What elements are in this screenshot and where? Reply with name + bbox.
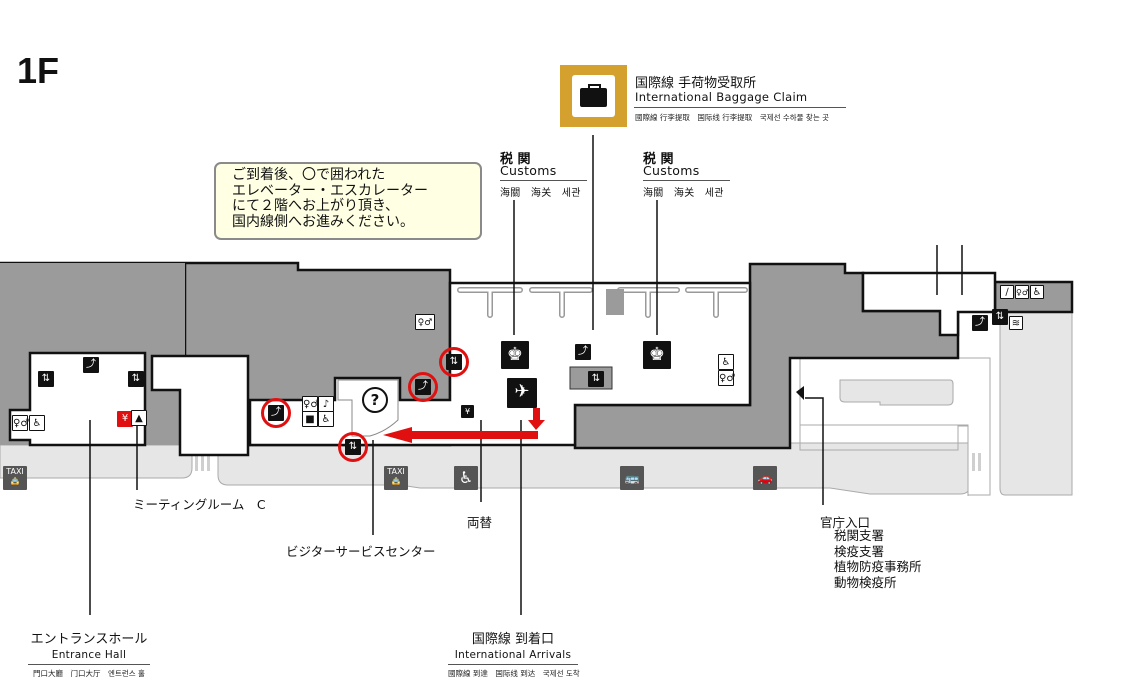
- customs-multilingual: 海關 海关 세관: [500, 188, 581, 199]
- visitor-service-center-label: ビジターサービスセンター: [286, 544, 436, 559]
- entrance-hall-multilingual: 門口大廳 门口大厅 엔트런스 홀: [33, 669, 145, 678]
- accessible-toilet-icon: ♿: [318, 411, 334, 427]
- customs-ja: 税 関: [643, 152, 674, 167]
- taxi-label: TAXI: [387, 467, 405, 476]
- gov-offices-list: 税関支署 検疫支署 植物防疫事務所 動物検疫所: [834, 528, 922, 590]
- baggage-claim-multilingual: 國際線 行李提取 国际线 行李提取 국제선 수하물 찾는 곳: [635, 113, 830, 122]
- divider: [500, 180, 587, 181]
- smoking-area-icon: ∕: [1000, 285, 1014, 299]
- toilet-icon: ♀♂: [302, 396, 319, 412]
- customs-officer-icon: ♚: [501, 341, 529, 369]
- meeting-room-label: ミーティングルーム C: [133, 497, 266, 512]
- arrivals-label: 国際線 到着口 International Arrivals 國際線 到達 国际…: [448, 628, 580, 679]
- exchange-label: 両替: [467, 515, 493, 530]
- route-arrow: [383, 408, 545, 443]
- divider: [448, 664, 578, 665]
- crosswalks: [195, 453, 981, 471]
- nursing-room-icon: ≋: [1009, 316, 1023, 330]
- highlight-ring-escalator: [261, 398, 291, 428]
- locker-icon: ■: [302, 411, 318, 427]
- customs-en: Customs: [500, 163, 557, 178]
- arrivals-ja: 国際線 到着口: [471, 632, 555, 647]
- parking-icon: 🚗: [753, 466, 777, 490]
- baggage-claim-en: International Baggage Claim: [635, 90, 808, 104]
- meeting-room-area: [150, 354, 250, 457]
- toilet-icon: ♀♂: [12, 415, 29, 431]
- arrivals-en: International Arrivals: [454, 649, 572, 661]
- customs-multilingual: 海關 海关 세관: [643, 188, 724, 199]
- customs-en: Customs: [643, 163, 700, 178]
- bus-icon: 🚌: [620, 466, 644, 490]
- gov-office: 税関支署: [834, 528, 885, 543]
- information-icon: ?: [362, 387, 388, 413]
- entrance-hall-en: Entrance Hall: [51, 649, 127, 661]
- gov-entrance-arrow-icon: [796, 386, 804, 400]
- taxi-label: TAXI: [6, 467, 24, 476]
- accessible-toilet-icon: ♿: [718, 354, 734, 370]
- elevator-icon: ⇅: [588, 371, 604, 387]
- customs-officer-icon: ♚: [643, 341, 671, 369]
- currency-exchange-icon: ¥: [117, 411, 133, 427]
- elevator-icon: ⇅: [38, 371, 54, 387]
- elevator-icon: ⇅: [128, 371, 144, 387]
- gov-office: 植物防疫事務所: [834, 559, 922, 574]
- divider: [28, 664, 150, 665]
- arrival-notice: ご到着後、〇で囲われた エレベーター・エスカレーター にて２階へお上がり頂き、 …: [214, 162, 482, 240]
- leader-lines: [89, 135, 963, 615]
- arrival-plane-icon: ✈: [507, 378, 537, 408]
- accessible-toilet-icon: ♿: [1030, 285, 1044, 299]
- suitcase-icon: [572, 75, 615, 117]
- island: [839, 379, 954, 406]
- escalator-icon: ⤴: [83, 357, 99, 373]
- curbside-left: [0, 444, 193, 479]
- entrance-hall-label: エントランスホール Entrance Hall 門口大廳 门口大厅 엔트런스 홀: [28, 628, 150, 679]
- currency-exchange-icon: ¥: [461, 405, 474, 418]
- taxi-icon: TAXI🚖: [384, 466, 408, 490]
- gov-office: 動物検疫所: [834, 574, 897, 590]
- gov-office: 検疫支署: [834, 543, 885, 559]
- elevator-icon: ⇅: [992, 309, 1008, 325]
- toilet-icon: ♀♂: [415, 314, 435, 330]
- baggage-claim-ja: 国際線 手荷物受取所: [635, 76, 757, 91]
- wheelchair-icon: ♿: [454, 466, 478, 490]
- divider: [643, 180, 730, 181]
- gov-entrance-label: 官庁入口: [820, 515, 871, 530]
- baggage-claim-sign: [560, 65, 627, 127]
- divider: [634, 107, 846, 108]
- accessible-toilet-icon: ♿: [29, 415, 45, 431]
- entrance-hall-ja: エントランスホール: [30, 632, 148, 647]
- meeting-room-icon: ▲: [131, 410, 147, 426]
- curbside-main: [217, 442, 971, 495]
- arrivals-multilingual: 國際線 到達 国际线 到达 국제선 도착: [448, 669, 580, 678]
- highlight-ring-elevator: [439, 347, 469, 377]
- highlight-ring-elevator: [338, 432, 368, 462]
- taxi-icon: TAXI🚖: [3, 466, 27, 490]
- escalator-icon: ⤴: [575, 344, 591, 360]
- entrance-hall-room: [8, 351, 147, 447]
- highlight-ring-escalator: [408, 372, 438, 402]
- toilet-icon: ♀♂: [1015, 285, 1029, 299]
- escalator-icon: ⤴: [972, 315, 988, 331]
- customs-ja: 税 関: [500, 152, 531, 167]
- toilet-icon: ♀♂: [718, 370, 735, 386]
- floor-label: 1F: [17, 50, 60, 91]
- nursing-room-icon: ♪: [318, 396, 334, 412]
- curbside-right: [999, 311, 1073, 496]
